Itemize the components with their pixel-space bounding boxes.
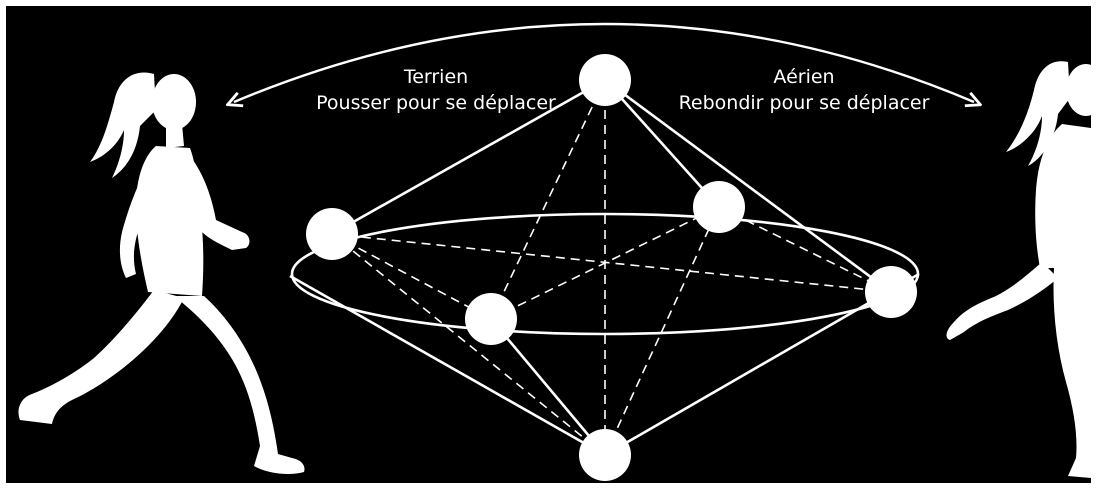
mode-label-aerien: Aérien Rebondir pour se déplacer [654, 64, 954, 116]
mode-title-terrien: Terrien [403, 66, 469, 88]
mode-title-aerien: Aérien [773, 66, 835, 88]
node-left [306, 208, 358, 260]
node-front-left [465, 293, 517, 345]
running-woman-right-icon [946, 61, 1091, 478]
transition-arrow [234, 22, 974, 102]
node-back-right [693, 181, 745, 233]
running-woman-left-icon [18, 72, 305, 474]
nodes [306, 54, 917, 481]
mode-label-terrien: Terrien Pousser pour se déplacer [306, 64, 566, 116]
node-top [579, 54, 631, 106]
octahedron-diagram [18, 22, 1091, 481]
dashed-edges [331, 79, 892, 456]
node-right [865, 266, 917, 318]
mode-subtitle-aerien: Rebondir pour se déplacer [678, 92, 930, 114]
diagram-panel: Terrien Pousser pour se déplacer Aérien … [6, 6, 1091, 483]
node-bottom [579, 429, 631, 481]
solid-edges-bottom [289, 272, 920, 457]
mode-subtitle-terrien: Pousser pour se déplacer [316, 92, 556, 114]
